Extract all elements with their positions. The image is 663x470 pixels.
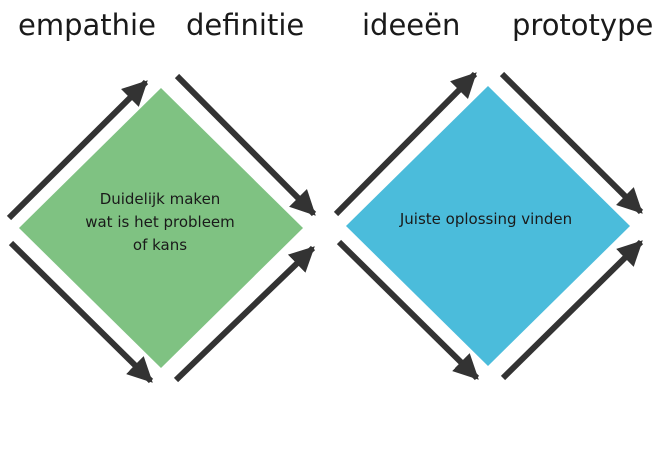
arrow-right-top-up xyxy=(333,71,478,217)
arrow-left-bottom-up xyxy=(173,245,316,383)
diamond-solution-text: Juiste oplossing vinden xyxy=(399,210,573,228)
diamond-problem-text: Duidelijk maken wat is het probleem of k… xyxy=(85,190,235,254)
diamond-problem xyxy=(19,88,303,368)
arrow-left-top-down xyxy=(174,73,317,217)
diamond-solution xyxy=(346,86,630,366)
phase-label-ideeen: ideeën xyxy=(362,8,461,42)
phase-label-empathie: empathie xyxy=(18,8,156,42)
phase-label-prototype: prototype xyxy=(512,8,654,42)
arrow-left-bottom-down xyxy=(8,240,154,384)
arrow-right-bottom-up xyxy=(500,239,644,381)
arrow-left-top-up xyxy=(6,79,149,221)
arrow-right-bottom-down xyxy=(336,239,480,381)
phase-label-definitie: definitie xyxy=(186,8,305,42)
arrow-right-top-down xyxy=(499,71,644,215)
